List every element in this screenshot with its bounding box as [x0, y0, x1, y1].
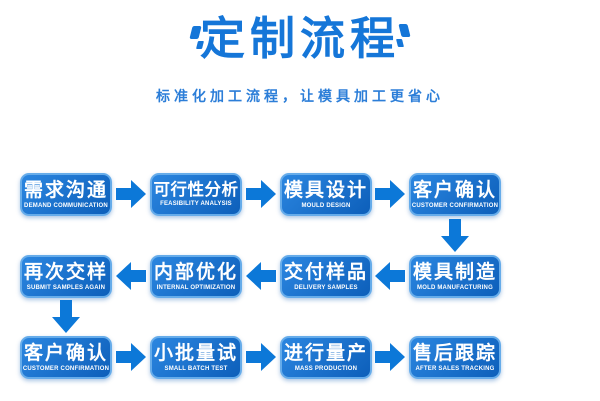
step-label-zh: 模具设计 [283, 179, 368, 201]
step-label-en: CUSTOMER CONFIRMATION [22, 365, 110, 372]
step-label-en: FEASIBILITY ANALYSIS [160, 201, 232, 208]
step-label-en: CUSTOMER CONFIRMATION [411, 202, 499, 209]
arrow-down-icon [441, 219, 469, 253]
arrow-right-icon [116, 343, 146, 371]
arrow-left-icon [246, 262, 276, 290]
step-label-zh: 客户确认 [412, 179, 497, 201]
flow-step-after-sales-tracking: 售后跟踪 AFTER SALES TRACKING [409, 336, 501, 379]
flow-step-delivery-samples: 交付样品 DELIVERY SAMPLES [280, 255, 372, 298]
arrow-left-icon [375, 262, 405, 290]
flow-step-mass-production: 进行量产 MASS PRODUCTION [280, 336, 372, 379]
flow-step-small-batch-test: 小批量试 SMALL BATCH TEST [150, 336, 242, 379]
step-label-en: DEMAND COMMUNICATION [24, 202, 108, 209]
flow-step-customer-confirmation-2: 客户确认 CUSTOMER CONFIRMATION [20, 336, 112, 379]
step-label-en: INTERNAL OPTIMIZATION [156, 284, 236, 291]
arrow-right-icon [246, 180, 276, 208]
arrow-left-icon [116, 262, 146, 290]
flow-step-customer-confirmation-1: 客户确认 CUSTOMER CONFIRMATION [409, 173, 501, 216]
step-label-en: AFTER SALES TRACKING [415, 365, 495, 372]
step-label-zh: 进行量产 [283, 342, 368, 364]
step-label-zh: 客户确认 [23, 342, 108, 364]
flow-step-demand-communication: 需求沟通 DEMAND COMMUNICATION [20, 173, 112, 216]
flow-step-feasibility-analysis: 可行性分析 FEASIBILITY ANALYSIS [150, 173, 242, 216]
page-subtitle: 标准化加工流程，让模具加工更省心 [156, 88, 444, 104]
flow-step-submit-samples-again: 再次交样 SUBMIT SAMPLES AGAIN [20, 255, 112, 298]
arrow-right-icon [116, 180, 146, 208]
page-title: 定制流程 [199, 13, 400, 64]
step-label-zh: 内部优化 [153, 261, 238, 283]
step-label-en: MASS PRODUCTION [294, 365, 358, 372]
step-label-zh: 模具制造 [412, 261, 497, 283]
arrow-right-icon [375, 343, 405, 371]
step-label-zh: 交付样品 [283, 261, 368, 283]
step-label-zh: 再次交样 [23, 261, 108, 283]
step-label-en: MOLD MANUFACTURING [417, 284, 493, 291]
arrow-down-icon [52, 300, 80, 334]
step-label-zh: 售后跟踪 [412, 342, 497, 364]
step-label-en: MOULD DESIGN [301, 202, 351, 209]
step-label-zh: 可行性分析 [153, 180, 239, 199]
step-label-zh: 小批量试 [153, 342, 238, 364]
step-label-en: SMALL BATCH TEST [164, 365, 228, 372]
title-quote-right-icon [394, 24, 412, 50]
step-label-en: DELIVERY SAMPLES [294, 284, 358, 291]
flow-step-internal-optimization: 内部优化 INTERNAL OPTIMIZATION [150, 255, 242, 298]
step-label-en: SUBMIT SAMPLES AGAIN [26, 284, 106, 291]
step-label-zh: 需求沟通 [23, 179, 108, 201]
flow-step-mold-manufacturing: 模具制造 MOLD MANUFACTURING [409, 255, 501, 298]
flow-step-mould-design: 模具设计 MOULD DESIGN [280, 173, 372, 216]
arrow-right-icon [375, 180, 405, 208]
arrow-right-icon [246, 343, 276, 371]
